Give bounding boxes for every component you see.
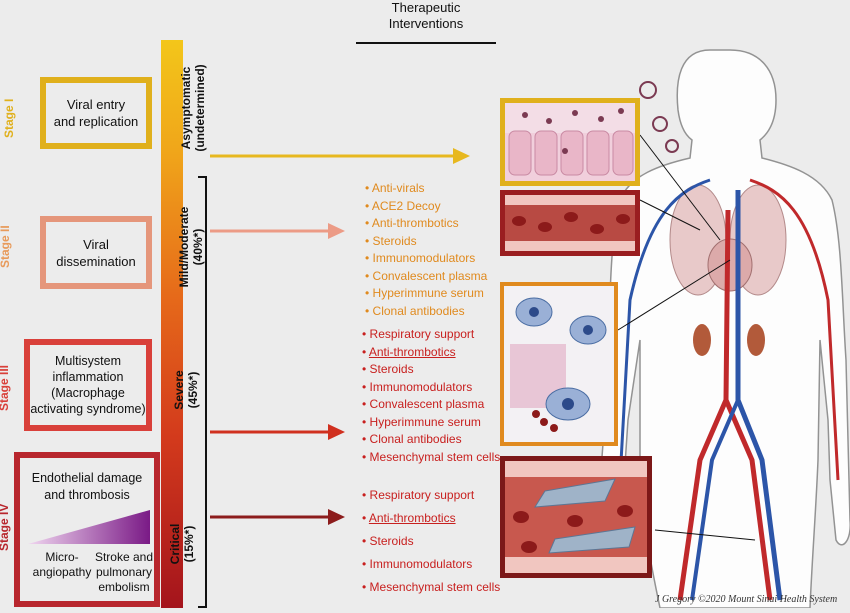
severity-critical: Critical (15%*): [168, 523, 196, 565]
arrow-stage3: [210, 424, 345, 440]
list-item: • ACE2 Decoy: [365, 198, 441, 213]
header-underline: [356, 42, 496, 44]
arrow-stage1: [210, 148, 470, 164]
scale-left-label: Micro- angiopathy: [32, 550, 92, 579]
severity-asymptomatic: Asymptomatic (undetermined): [179, 64, 207, 152]
list-item: • Mesenchymal stem cells: [362, 580, 501, 594]
left-kidney: [693, 324, 711, 356]
list-item: • Convalescent plasma: [362, 397, 485, 411]
list-item: • Clonal antibodies: [365, 303, 465, 318]
list-item: • Hyperimmune serum: [362, 414, 481, 429]
stage-arrows: [210, 148, 470, 525]
pointer-line: [617, 259, 731, 331]
interventions-mild-list: • Anti-virals • ACE2 Decoy • Anti-thromb…: [365, 180, 487, 320]
list-item: • Respiratory support: [362, 327, 475, 341]
interventions-critical-list: • Respiratory support • Anti-thrombotics…: [362, 484, 500, 599]
severity-bracket: [198, 176, 207, 608]
stage1-box: Viral entry and replication: [40, 77, 152, 149]
virus-icon: [652, 116, 668, 132]
stage1-box-text: Viral entry and replication: [53, 97, 139, 129]
list-item: • Anti-thrombotics: [362, 511, 456, 525]
arm-vessel-right: [749, 178, 840, 481]
header-line1: Therapeutic: [391, 0, 461, 15]
list-item: • Immunomodulators: [362, 557, 473, 571]
list-item: • Immunomodulators: [362, 379, 473, 394]
list-item: • Convalescent plasma: [365, 268, 488, 283]
vena-left: [690, 399, 740, 601]
list-item: • Steroids: [362, 362, 414, 376]
panel-blood-vessel-dissemination: [500, 190, 640, 256]
list-item: • Respiratory support: [362, 488, 475, 502]
stage-label-1: Stage I: [2, 98, 16, 138]
macrophage-illustration: [510, 297, 607, 432]
epithelium-cells-illustration: [505, 108, 635, 181]
list-item: • Clonal antibodies: [362, 432, 462, 446]
list-item: • Immunomodulators: [365, 251, 476, 265]
stage2-box-text: Viral dissemination: [56, 236, 136, 269]
human-body-illustration: [597, 49, 850, 608]
stage2-box: Viral dissemination: [40, 216, 152, 289]
vessel-illustration: [505, 195, 635, 251]
pointer-line: [639, 134, 721, 241]
pointer-line: [654, 529, 756, 541]
panel-airway-epithelium: [500, 98, 640, 186]
stage3-box-text: Multisystem inflammation (Macrophage act…: [30, 354, 146, 416]
list-item: • Mesenchymal stem cells: [362, 449, 501, 464]
stage-label-3: Stage III: [0, 364, 11, 411]
virus-icon: [639, 81, 657, 99]
list-item: • Steroids: [365, 233, 417, 248]
stage-label-4: Stage IV: [0, 503, 11, 551]
arm-vessel-left: [618, 178, 711, 481]
interventions-header: Therapeutic Interventions: [356, 0, 496, 32]
arrow-stage4: [210, 509, 345, 525]
aorta: [677, 209, 731, 601]
pointer-line: [639, 199, 701, 231]
stage4-box-text: Endothelial damage and thrombosis: [31, 471, 143, 502]
thrombosis-illustration: [505, 461, 647, 573]
image-credit: J Gregory ©2020 Mount Sinai Health Syste…: [655, 594, 838, 605]
list-item: • Steroids: [362, 534, 414, 548]
list-item: • Anti-thrombotics: [362, 344, 456, 359]
panel-macrophage-inflammation: [500, 282, 618, 446]
right-kidney: [747, 324, 765, 356]
severity-bar: [161, 40, 183, 608]
scale-right-label: Stroke and pulmonary embolism: [94, 550, 154, 594]
interventions-severe-list: • Respiratory support • Anti-thrombotics…: [362, 326, 500, 466]
header-line2: Interventions: [388, 16, 464, 31]
list-item: • Anti-thrombotics: [365, 216, 459, 230]
list-item: • Anti-virals: [365, 181, 425, 195]
stage-label-2: Stage II: [0, 225, 12, 268]
list-item: • Hyperimmune serum: [365, 286, 484, 300]
stage3-box: Multisystem inflammation (Macrophage act…: [24, 339, 152, 431]
vena-cava: [735, 190, 783, 601]
panel-thrombosis: [500, 456, 652, 578]
virus-icon: [665, 139, 679, 153]
aorta-right: [723, 399, 773, 601]
stage4-box: Endothelial damage and thrombosis Micro-…: [14, 452, 160, 607]
arrow-stage2: [210, 223, 345, 239]
severity-gradient-wedge: [28, 510, 150, 544]
